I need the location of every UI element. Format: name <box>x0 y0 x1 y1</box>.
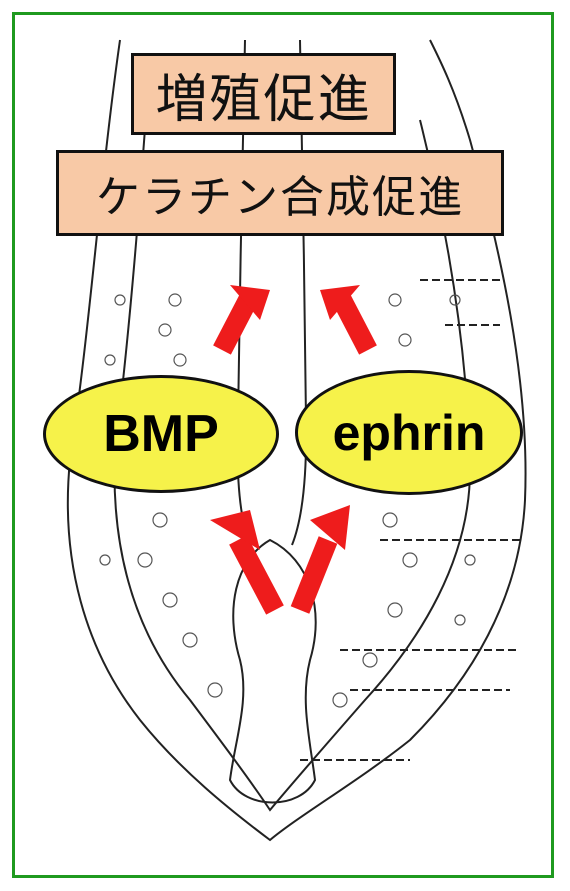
ephrin-label: ephrin <box>333 404 486 462</box>
bmp-label: BMP <box>103 404 219 464</box>
arrow-up-right-upper <box>320 285 368 350</box>
bmp-oval: BMP <box>43 375 279 493</box>
arrow-up-left-lower <box>210 510 275 610</box>
arrow-up-left-upper <box>222 285 270 350</box>
proliferation-label: 増殖促進 <box>131 53 396 135</box>
keratin-synthesis-label: ケラチン合成促進 <box>56 150 504 236</box>
arrow-up-right-lower <box>300 505 350 610</box>
cell-texture <box>100 294 475 707</box>
ephrin-oval: ephrin <box>295 370 523 495</box>
